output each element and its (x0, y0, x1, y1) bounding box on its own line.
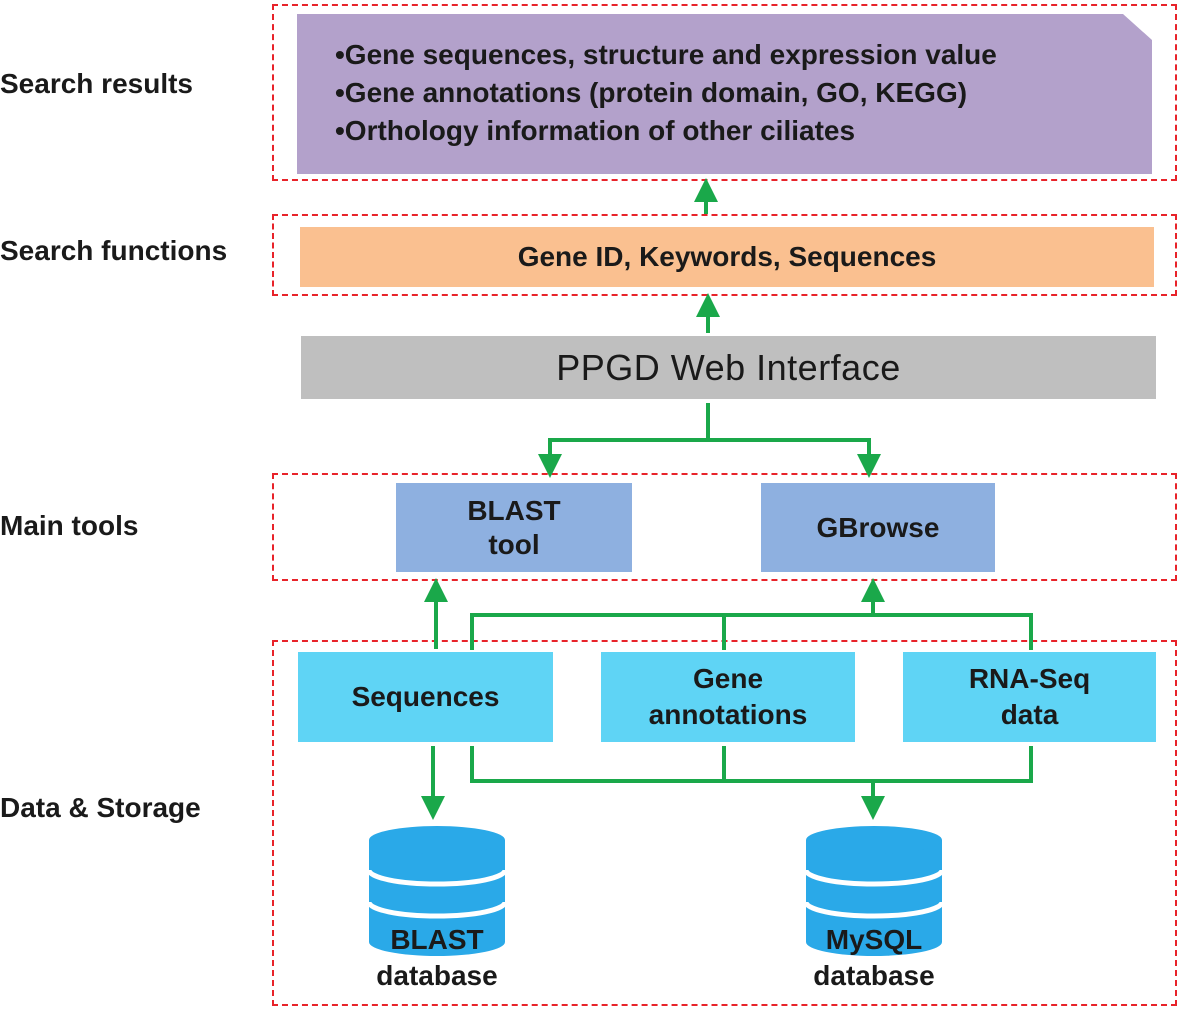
layer-label-search-functions: Search functions (0, 235, 228, 266)
rnaseq-label-line1: RNA-Seq (968, 663, 1091, 694)
web-interface-box: PPGD Web Interface (301, 336, 1156, 399)
gbrowse-label: GBrowse (816, 511, 940, 543)
mysql-database-caption: MySQL database (774, 922, 974, 994)
layer-label-data-storage: Data & Storage (0, 792, 201, 823)
data-bottom-bus (470, 746, 1033, 783)
blast-tool-label-line2: tool (488, 528, 540, 560)
blast-database-label-line1: BLAST (390, 924, 484, 955)
gene-annotations-box: Gene annotations (601, 652, 855, 742)
blast-database-caption: BLAST database (337, 922, 537, 994)
main-tools-frame (272, 473, 1177, 581)
search-results-frame (272, 4, 1177, 181)
search-results-list: •Gene sequences, structure and expressio… (335, 36, 997, 150)
web-interface-label: PPGD Web Interface (556, 346, 901, 388)
results-item-sequences: •Gene sequences, structure and expressio… (335, 39, 997, 70)
arrow-interface-to-gbrowse (708, 438, 881, 478)
results-item-orthology: •Orthology information of other ciliates (335, 115, 856, 146)
blast-database-label-line2: database (376, 960, 498, 991)
rnaseq-box: RNA-Seq data (903, 652, 1156, 742)
gene-annotations-label-line2: annotations (648, 699, 808, 730)
gbrowse-box: GBrowse (761, 483, 995, 572)
data-top-bus (470, 613, 1033, 650)
results-item-annotations: •Gene annotations (protein domain, GO, K… (335, 77, 968, 108)
sequences-label: Sequences (351, 681, 500, 712)
search-functions-frame (272, 214, 1177, 296)
rnaseq-label-line2: data (1000, 699, 1059, 730)
mysql-database-label-line2: database (813, 960, 935, 991)
mysql-database-label-line1: MySQL (825, 924, 923, 955)
search-functions-box: Gene ID, Keywords, Sequences (300, 227, 1154, 287)
sequences-box: Sequences (298, 652, 553, 742)
gene-annotations-label-line1: Gene (692, 663, 764, 694)
blast-tool-label-line1: BLAST (467, 494, 561, 526)
search-results-box (297, 14, 1152, 174)
blast-tool-box: BLAST tool (396, 483, 632, 572)
arrow-interface-to-blast (538, 403, 710, 478)
layer-label-main-tools: Main tools (0, 510, 139, 541)
layer-label-search-results: Search results (0, 68, 193, 99)
